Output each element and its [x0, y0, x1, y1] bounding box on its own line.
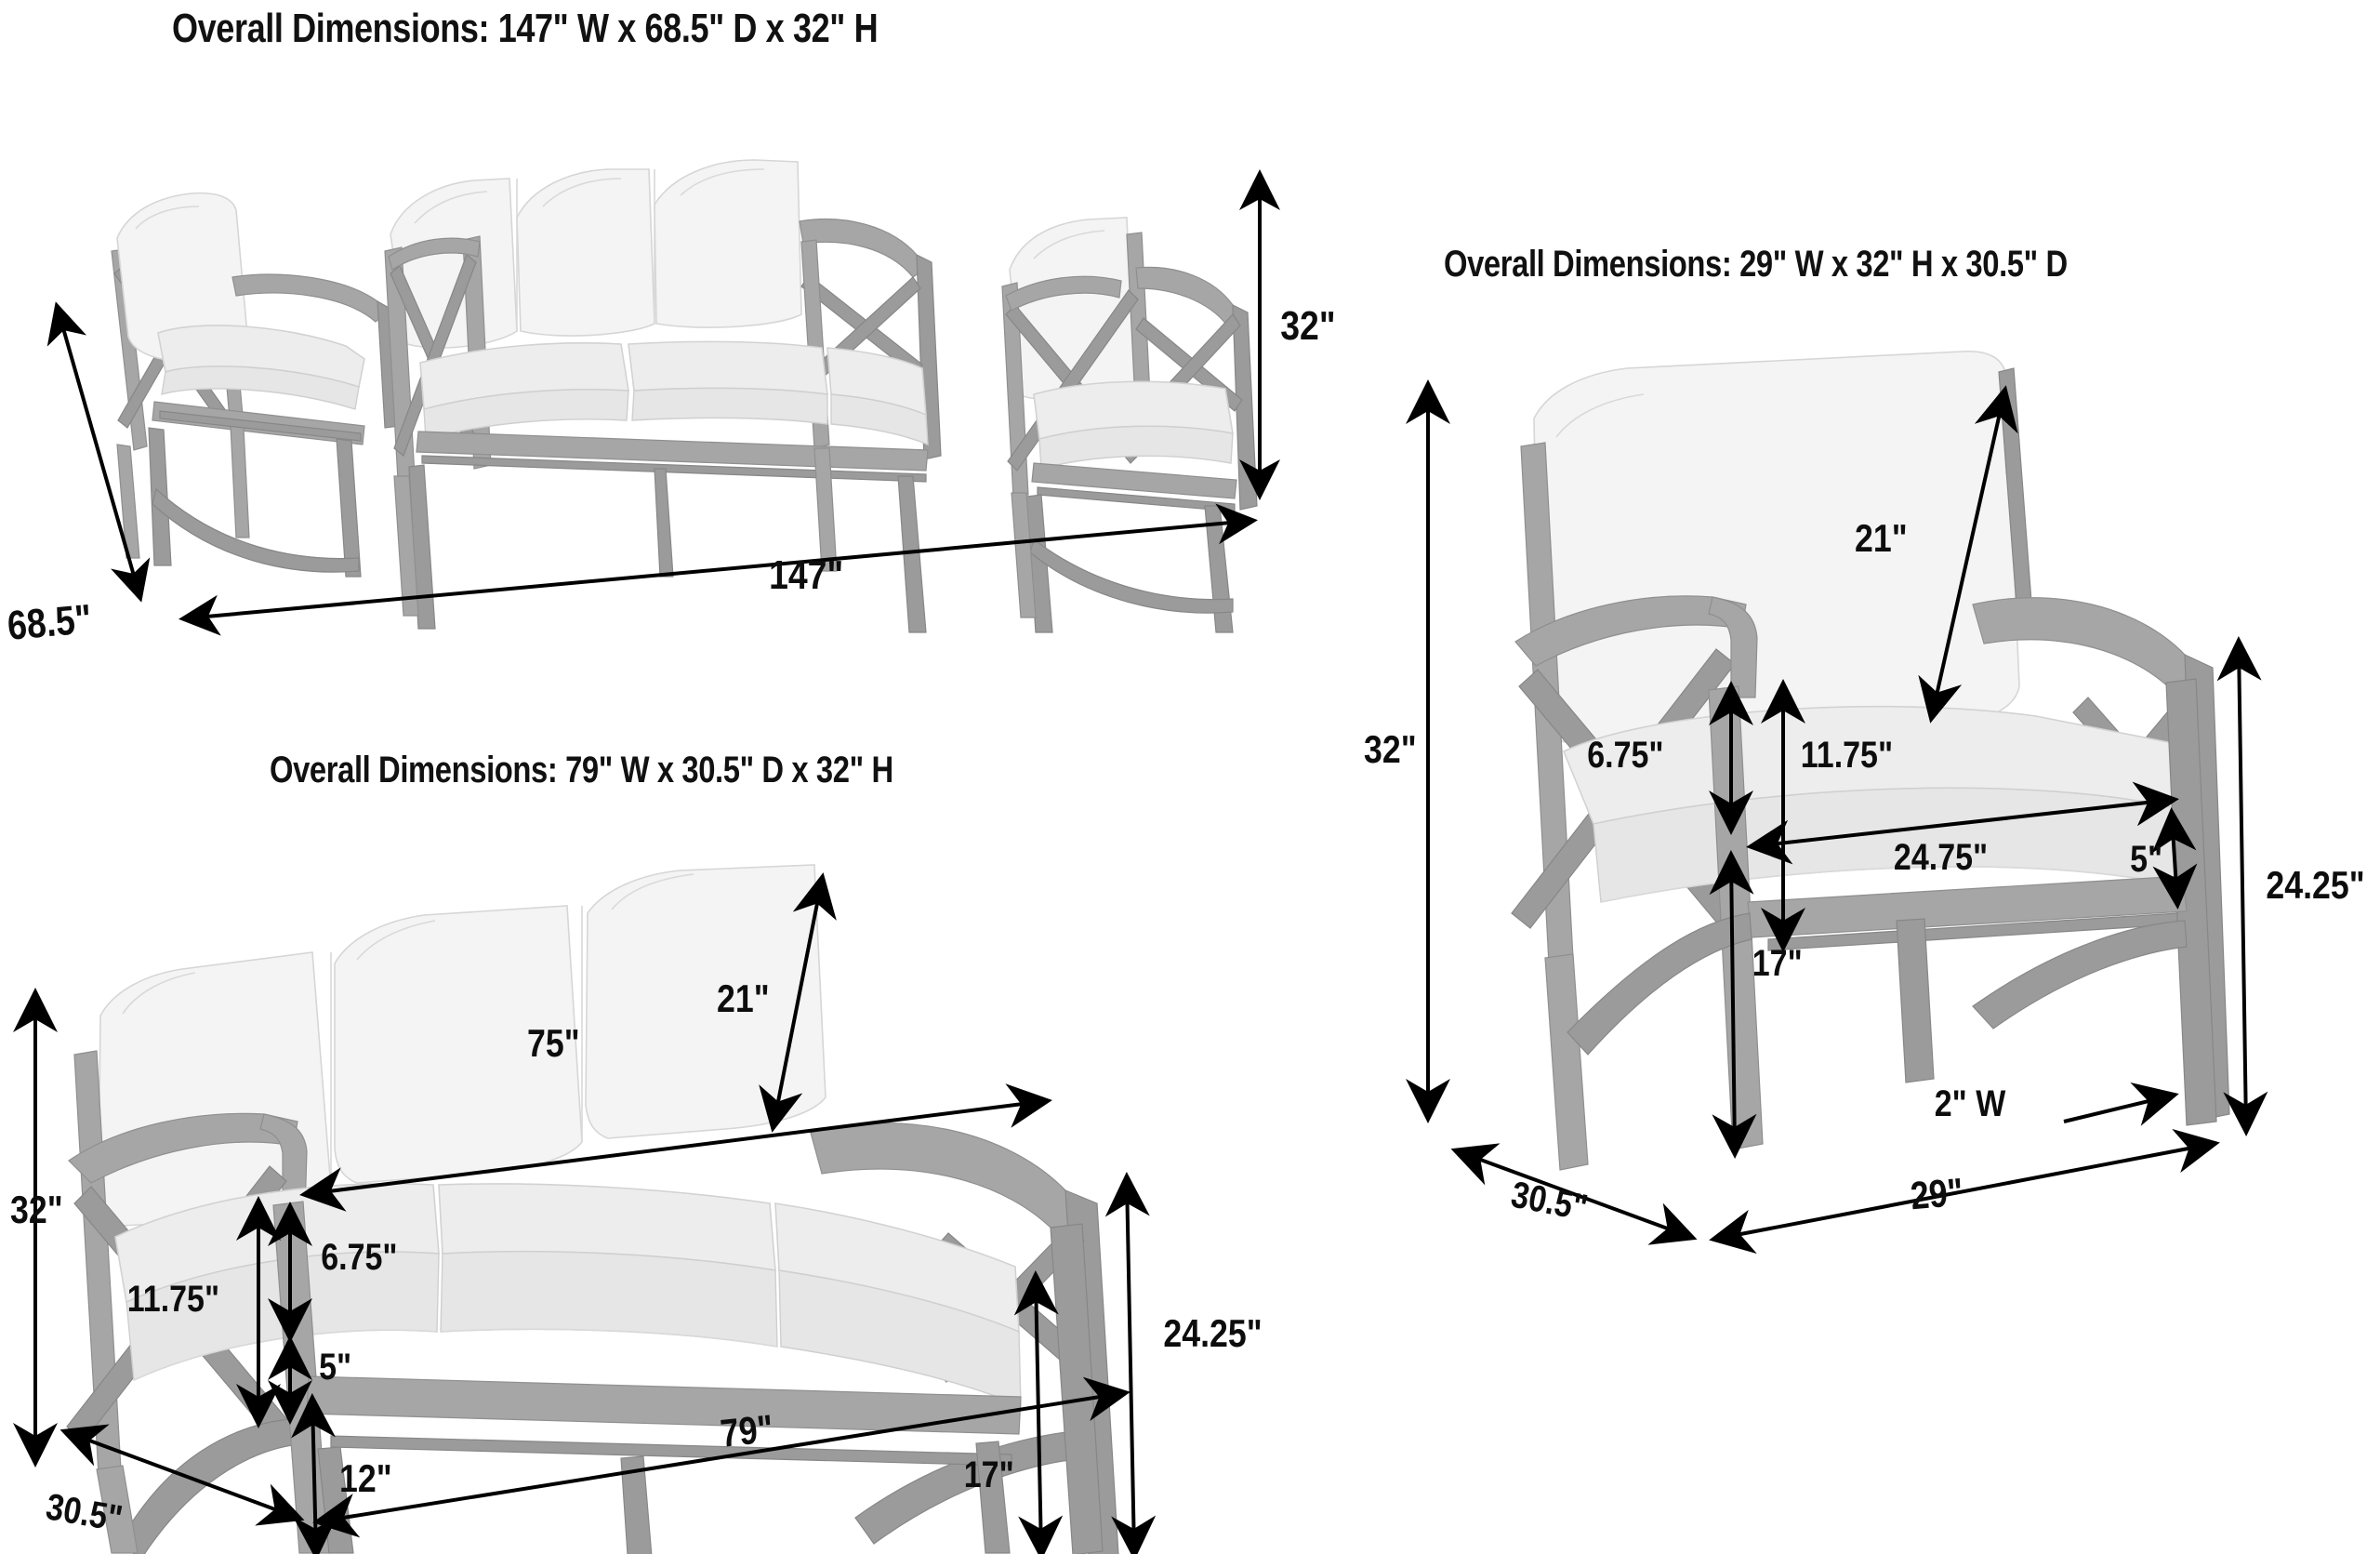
sofa-panel-title: Overall Dimensions: 79" W x 30.5" D x 32… — [270, 750, 893, 790]
chair-label-1175: 11.75" — [1800, 735, 1894, 776]
chair-rear-leg-center — [1896, 918, 1935, 1083]
chair-dim-305 — [1450, 1143, 1698, 1245]
sofa-dim-2425 — [1104, 1172, 1157, 1554]
sofa-center-graphic — [384, 159, 942, 633]
sofa-label-79: 79" — [718, 1406, 775, 1455]
sofa-label-12: 12" — [338, 1456, 392, 1500]
sofa-label-675: 6.75" — [321, 1237, 398, 1278]
chair-dim-17 — [1709, 850, 1757, 1159]
sofa-label-1175: 11.75" — [126, 1279, 220, 1320]
sofa-label-32: 32" — [9, 1188, 63, 1231]
chair-label-2475: 24.75" — [1893, 837, 1989, 878]
set-illustration — [46, 159, 1280, 636]
chair-dim-5 — [2151, 807, 2198, 910]
sofa-label-75: 75" — [526, 1021, 580, 1065]
sofa-seat-cushions — [114, 1183, 1022, 1408]
armchair-left-graphic — [111, 192, 401, 578]
set-depth-label: 68.5" — [5, 596, 94, 649]
chair-back-cushion — [1533, 350, 2020, 745]
chair-label-29: 29" — [1909, 1169, 1965, 1218]
chair-label-21: 21" — [1854, 516, 1908, 560]
chair-panel-title: Overall Dimensions: 29" W x 32" H x 30.5… — [1444, 244, 2068, 285]
chair-label-2425: 24.25" — [2266, 863, 2365, 907]
chair-curved-stretcher-right — [1972, 920, 2188, 1029]
chair-label-2w: 2" W — [1934, 1083, 2006, 1124]
sofa-back-cushions — [98, 864, 826, 1227]
sofa-front-slat — [330, 1435, 1012, 1467]
chair-dim-2475 — [1746, 781, 2179, 865]
set-panel-title: Overall Dimensions: 147" W x 68.5" D x 3… — [172, 6, 879, 51]
chair-label-17: 17" — [1752, 943, 1803, 984]
sofa-label-21: 21" — [716, 976, 770, 1020]
chair-panel: 32" 21" 6.75" 11.75" 24.75" 5" 17" 24.25… — [1348, 307, 2380, 1255]
sofa-dim-75 — [299, 1083, 1052, 1212]
sofa-dim-305 — [60, 1424, 305, 1526]
armchair-right-graphic — [1001, 217, 1258, 633]
chair-label-32: 32" — [1363, 727, 1417, 771]
chair-label-675: 6.75" — [1587, 735, 1664, 776]
set-width-label: 147" — [769, 552, 844, 598]
sofa-label-5: 5" — [319, 1347, 352, 1388]
sofa-dim-79 — [312, 1376, 1130, 1538]
chair-arm-left — [1514, 595, 1758, 698]
set-height-label: 32" — [1280, 303, 1336, 349]
chair-label-5: 5" — [2130, 839, 2163, 880]
chair-dim-2425 — [2216, 636, 2268, 1136]
sofa-illustration — [13, 864, 1157, 1554]
sofa-panel: 32" 21" 75" 6.75" 11.75" 5" 24.25" 17" 1… — [10, 818, 1395, 1554]
set-panel: 32" 147" 68.5" — [0, 56, 1336, 649]
chair-dim-21 — [1918, 385, 2018, 724]
chair-rear-leg-left — [1544, 953, 1589, 1171]
sofa-label-2425: 24.25" — [1163, 1311, 1263, 1355]
sofa-label-17: 17" — [963, 1454, 1014, 1495]
chair-dim-2w — [2063, 1082, 2179, 1126]
chair-illustration — [1406, 350, 2268, 1255]
chair-dim-29 — [1709, 1128, 2220, 1255]
